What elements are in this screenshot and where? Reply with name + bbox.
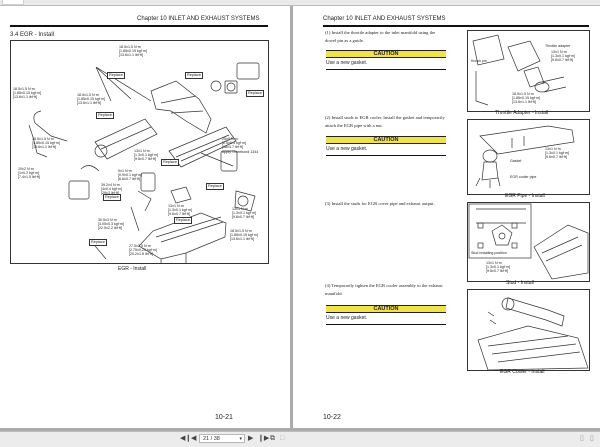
caution-title: CAUTION: [326, 136, 446, 144]
layout-single-icon[interactable]: ▯: [580, 435, 584, 442]
figure-caption: EGR Cooler - Install: [500, 369, 545, 375]
stud-install-drawing: [468, 203, 589, 280]
torque-label: 13±1 N·m [1.3±0.1 kgf·m] [9.6±0.7 lbf·ft…: [232, 207, 256, 220]
torque-label: 18.5±1.5 N·m [1.85±0.15 kgf·m] [13.6±1.1…: [230, 229, 258, 242]
replace-tag: Replace: [206, 183, 224, 190]
torque-label: 13±1 N·m [1.3±0.1 kgf·m] [9.6±0.7 lbf·ft…: [168, 204, 192, 217]
single-page-view-icon[interactable]: □: [280, 435, 285, 442]
caution-title: CAUTION: [326, 305, 446, 313]
caution-title: CAUTION: [326, 50, 446, 58]
replace-tag: Replace: [185, 72, 203, 79]
caution-box: CAUTION Use a new gasket.: [326, 136, 446, 156]
page-number: 10-22: [323, 414, 341, 421]
page-indicator: 21 / 38: [203, 436, 220, 442]
replace-tag: Replace: [103, 194, 121, 201]
egr-assembly-drawing: [28, 62, 260, 263]
chevron-down-icon[interactable]: ▾: [239, 436, 242, 442]
torque-label: 13±1 N·m [1.3±0.1 kgf·m] [9.6±0.7 lbf·ft…: [545, 147, 569, 160]
egr-install-figure: 18.5±1.5 N·m [1.85±0.15 kgf·m] [13.6±1.1…: [10, 40, 269, 264]
callout-label: Throttle adapter: [545, 44, 571, 48]
section-title: 3.4 EGR - Install: [10, 32, 55, 38]
egr-pipe-figure: 13±1 N·m [1.3±0.1 kgf·m] [9.6±0.7 lbf·ft…: [467, 119, 590, 195]
step-1-text: (1) Install the throttle adapter to the …: [325, 30, 436, 43]
next-page-icon[interactable]: ▶: [248, 435, 254, 442]
first-page-icon[interactable]: ◀❙: [180, 435, 192, 442]
callout-label: Stud installing position: [471, 251, 507, 255]
caution-box: CAUTION Use a new gasket.: [326, 305, 446, 325]
torque-label: 13±1 N·m [1.3±0.1 kgf·m] [9.6±0.7 lbf·ft…: [486, 261, 510, 274]
caution-text: Use a new gasket.: [326, 313, 446, 325]
torque-label: 9±1 N·m [0.9±0.1 kgf·m] [6.6±0.7 lbf·ft]: [118, 169, 142, 182]
layout-double-icon[interactable]: ▯: [590, 435, 594, 442]
document-page-left: Chapter 10 INLET AND EXHAUST SYSTEMS 3.4…: [0, 6, 290, 428]
caution-text: Use a new gasket.: [326, 144, 446, 156]
torque-label: 13±1 N·m [1.3±0.1 kgf·m] [9.6±0.7 lbf·ft…: [134, 149, 158, 162]
egr-cooler-drawing: [477, 297, 589, 370]
figure-caption: EGR Pipe - Install: [505, 193, 545, 199]
callout-label: Knock pin: [471, 59, 487, 63]
replace-tag: Replace: [161, 159, 179, 166]
replace-tag: Replace: [89, 239, 107, 246]
throttle-adapter-figure: Throttle adapter 13±1 N·m [1.3±0.1 kgf·m…: [467, 30, 590, 112]
torque-label: 30.5±3 N·m [3.05±0.3 kgf·m] [22.5±2.2 lb…: [98, 218, 124, 231]
caution-text: Use a new gasket.: [326, 58, 446, 70]
last-page-icon[interactable]: ❙▶: [258, 435, 270, 442]
figure-caption: Throttle Adapter - Install: [495, 110, 549, 116]
document-page-right: Chapter 10 INLET AND EXHAUST SYSTEMS (1)…: [293, 6, 600, 428]
torque-label: 18.5±1.5 N·m [1.85±0.15 kgf·m] [13.6±1.1…: [119, 45, 147, 58]
torque-label: 18.5±1.5 N·m [1.85±0.15 kgf·m] [13.6±1.1…: [13, 87, 41, 100]
figure-caption: Stud - Install: [506, 280, 534, 286]
torque-label: 18.5±1.5 N·m [1.85±0.15 kgf·m] [13.6±1.1…: [32, 137, 60, 150]
chapter-header: Chapter 10 INLET AND EXHAUST SYSTEMS: [137, 16, 260, 22]
replace-tag: Replace: [107, 72, 125, 79]
torque-label: 10±2 N·m [1±0.2 kgf·m] [7.4±1.5 lbf·ft]: [18, 167, 40, 180]
document-tab[interactable]: [2, 0, 24, 5]
page-number-input[interactable]: 21 / 38 ▾: [199, 434, 245, 443]
header-rule: [10, 25, 268, 27]
pdf-navigation-bar: ◀❙ ◀ 21 / 38 ▾ ▶ ❙▶ ⧉ □ ▯ ▯: [0, 431, 600, 447]
replace-tag: Replace: [246, 90, 264, 97]
torque-label: 25±5 N·m [2.5±0.5 kgf·m] [18±3.7 lbf·ft]…: [222, 137, 259, 154]
chapter-header: Chapter 10 INLET AND EXHAUST SYSTEMS: [323, 16, 446, 22]
torque-label: 18.5±1.5 N·m [1.85±0.15 kgf·m] [13.6±1.1…: [512, 92, 540, 105]
page-number: 10-21: [215, 414, 233, 421]
step-2-text: (2) Install studs to EGR cooler. Install…: [325, 115, 445, 128]
caution-box: CAUTION Use a new gasket.: [326, 50, 446, 70]
step-4-text: (4) Temporarily tighten the EGR cooler a…: [325, 283, 443, 296]
two-page-view-icon[interactable]: ⧉: [270, 435, 275, 442]
step-3-text: (3) Install the studs for EGR cover pipe…: [325, 201, 435, 206]
torque-label: 27.5±2.5 N·m [2.75±0.25 kgf·m] [20.2±1.8…: [129, 244, 157, 257]
top-toolbar: [0, 0, 600, 6]
egr-pipe-drawing: [475, 125, 575, 188]
torque-label: 18.5±1.5 N·m [1.85±0.15 kgf·m] [13.6±1.1…: [77, 93, 105, 106]
callout-label: Gasket: [510, 159, 522, 163]
torque-label: 39.2±4 N·m [4±0.4 kgf·m] [29±3 lbf·ft]: [101, 183, 122, 195]
prev-page-icon[interactable]: ◀: [191, 435, 197, 442]
replace-tag: Replace: [174, 217, 192, 224]
throttle-adapter-drawing: [472, 34, 567, 106]
stud-install-figure: Stud installing position 13±1 N·m [1.3±0…: [467, 202, 590, 282]
replace-tag: Replace: [96, 112, 114, 119]
torque-label: 13±1 N·m [1.3±0.1 kgf·m] [9.6±0.7 lbf·ft…: [551, 50, 575, 63]
egr-cooler-figure: [467, 289, 590, 371]
callout-label: EGR cooler pipe: [510, 175, 537, 179]
header-rule: [323, 25, 589, 27]
figure-caption: EGR - Install: [118, 266, 147, 272]
